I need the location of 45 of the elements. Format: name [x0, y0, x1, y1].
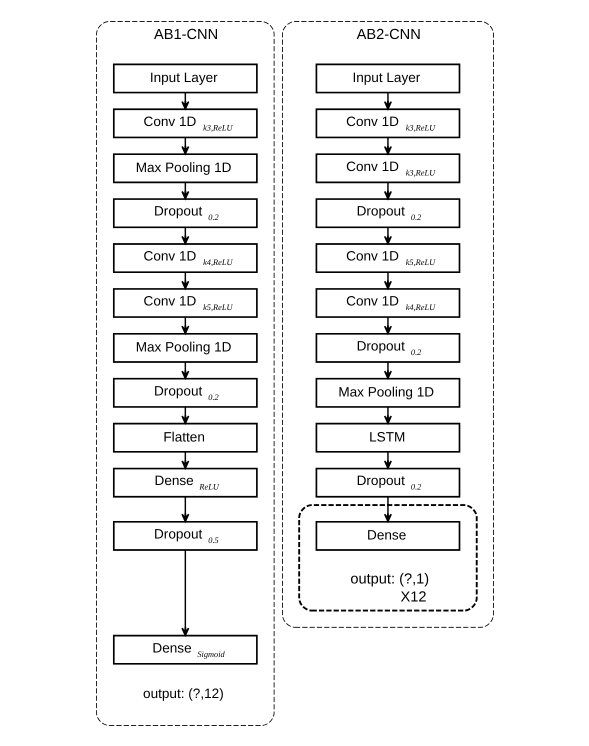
arrow: [383, 496, 392, 522]
arrow: [180, 226, 189, 244]
arrow: [180, 451, 189, 469]
node-box: Max Pooling 1D: [315, 377, 460, 408]
node-box: Input Layer: [112, 63, 258, 93]
node-box: Dense: [315, 520, 460, 550]
node-box: LSTM: [315, 422, 460, 452]
node-box: Conv 1D $_{k3,ReLU}$: [112, 108, 258, 138]
node-box: Conv 1D $_{k5,ReLU}$: [112, 288, 258, 318]
node-box: Conv 1D $_{k3,ReLU}$: [315, 108, 460, 138]
node-box: Conv 1D $_{k3,ReLU}$: [315, 152, 460, 183]
node-box: Conv 1D $_{k4,ReLU}$: [315, 288, 460, 318]
arrow: [180, 272, 189, 289]
arrow: [180, 136, 189, 154]
arrow: [383, 92, 392, 110]
node-box: Dropout $_{0.2}$: [112, 377, 258, 408]
node-box: Flatten: [112, 422, 258, 452]
arrow: [383, 182, 392, 200]
arrow: [180, 550, 189, 636]
arrow: [383, 451, 392, 469]
arrow: [383, 406, 392, 424]
arrow: [180, 92, 189, 110]
arrow: [180, 316, 189, 334]
arrow: [383, 226, 392, 244]
arrow: [180, 496, 189, 522]
node-box: Dropout $_{0.2}$: [315, 332, 460, 362]
node-box: Dense $_{Sigmoid}$: [112, 634, 258, 664]
arrow: [383, 316, 392, 334]
arrow: [180, 362, 189, 379]
node-box: Dropout $_{0.2}$: [112, 198, 258, 228]
arrow: [180, 406, 189, 424]
node-box: Dropout $_{0.2}$: [315, 467, 460, 498]
node-box: Dense $_{ReLU}$: [112, 467, 258, 498]
arrow: [383, 272, 392, 289]
node-box: Dropout $_{0.2}$: [315, 198, 460, 228]
arrow: [180, 182, 189, 200]
node-box: Input Layer: [315, 63, 460, 93]
arrow: [383, 362, 392, 379]
node-box: Max Pooling 1D: [112, 332, 258, 362]
node-box: Max Pooling 1D: [112, 152, 258, 183]
node-box: Dropout $_{0.5}$: [112, 520, 258, 550]
node-box: Conv 1D $_{k4,ReLU}$: [112, 242, 258, 273]
node-box: Conv 1D $_{k5,ReLU}$: [315, 242, 460, 273]
node-label: X12: [400, 588, 426, 605]
arrow: [383, 136, 392, 154]
